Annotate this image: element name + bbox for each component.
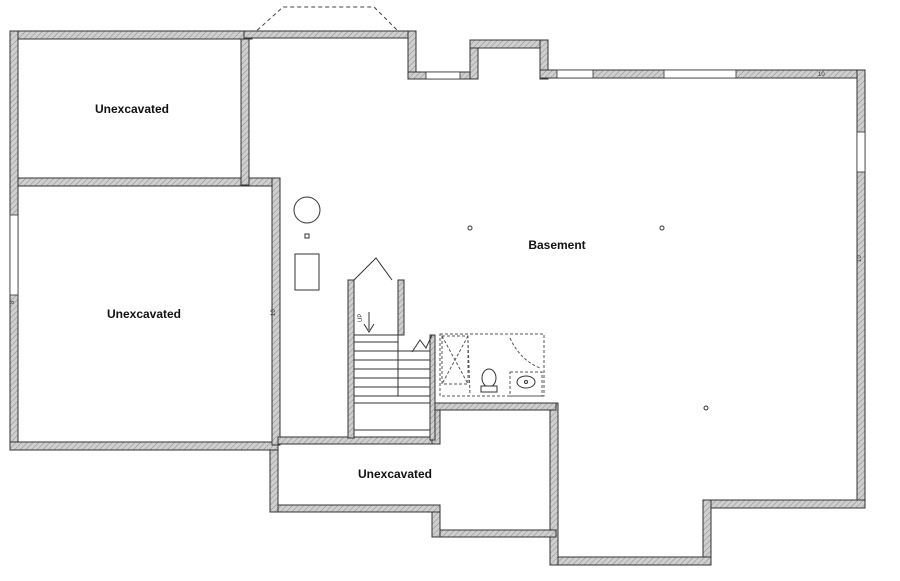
toilet-icon bbox=[480, 368, 498, 393]
svg-text:10: 10 bbox=[271, 309, 277, 316]
room-label-basement: Basement bbox=[528, 238, 585, 252]
wall-markers: 8 10 10 10 bbox=[10, 72, 863, 316]
stair-up-label: UP bbox=[358, 314, 364, 322]
room-label-unexcavated-left: Unexcavated bbox=[107, 307, 181, 321]
room-label-unexcavated-bottom: Unexcavated bbox=[358, 467, 432, 481]
staircase bbox=[347, 257, 436, 441]
support-posts bbox=[467, 225, 709, 411]
sump-icon bbox=[304, 233, 310, 239]
windows bbox=[9, 69, 866, 296]
svg-text:10: 10 bbox=[818, 72, 825, 78]
interior-walls bbox=[17, 38, 557, 446]
svg-text:10: 10 bbox=[857, 255, 863, 262]
furnace-icon bbox=[294, 253, 320, 291]
sink-icon bbox=[516, 375, 536, 389]
room-label-unexcavated-top-left: Unexcavated bbox=[95, 102, 169, 116]
water-heater-icon bbox=[293, 196, 321, 224]
future-bath bbox=[439, 333, 545, 397]
bay-window-projection bbox=[251, 6, 403, 36]
svg-text:8: 8 bbox=[10, 300, 16, 304]
